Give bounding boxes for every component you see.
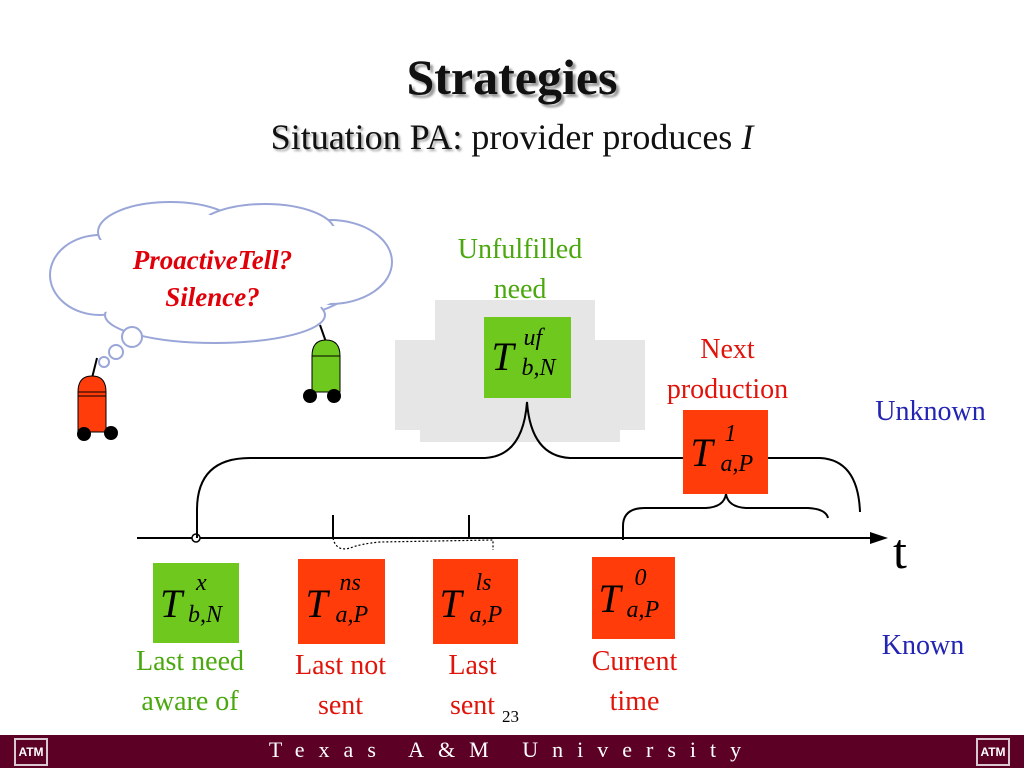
green-robot-icon	[303, 324, 341, 403]
next-line-1: Next	[700, 334, 755, 365]
cloud-line-1: ProactiveTell?	[132, 245, 293, 275]
atm-logo-right-icon: ATM	[976, 738, 1010, 766]
t-ls-term: T ls a,P	[439, 569, 503, 628]
last-sent-line-2: sent	[449, 690, 496, 721]
time-axis-label: t	[893, 523, 907, 579]
last-need-line-2: aware of	[141, 686, 239, 717]
cloud-line-2: Silence?	[165, 282, 260, 312]
unfulfilled-line-1: Unfulfilled	[457, 234, 583, 265]
page-number: 23	[502, 707, 519, 726]
subtitle-lead: Situation PA:	[270, 117, 463, 157]
known-label: Known	[881, 630, 965, 661]
unfulfilled-need-brace	[196, 401, 861, 538]
next-line-2: production	[666, 374, 789, 405]
current-time-label: Current time	[562, 642, 707, 722]
t-next-term: T 1 a,P	[690, 421, 754, 477]
slide-title: Strategies	[406, 49, 618, 105]
time-axis	[137, 515, 888, 550]
last-not-line-1: Last not	[295, 650, 386, 681]
t-x-term: T x b,N	[160, 570, 223, 628]
t-next-box: T 1 a,P	[683, 410, 768, 494]
t-ns-box: T ns a,P	[298, 559, 385, 644]
atm-logo-left-icon: ATM	[14, 738, 48, 766]
current-line-2: time	[609, 686, 660, 717]
subtitle-var: I	[741, 117, 754, 157]
last-need-line-1: Last need	[135, 646, 245, 677]
t-x-box: T x b,N	[153, 563, 239, 643]
red-robot-icon	[77, 357, 118, 441]
unknown-label: Unknown	[875, 396, 986, 427]
last-sent-label: Last sent	[420, 646, 525, 726]
subtitle-rest: provider produces	[471, 117, 733, 157]
t-uf-box: T uf b,N	[484, 317, 571, 398]
last-need-label: Last need aware of	[110, 642, 270, 722]
t-ls-box: T ls a,P	[433, 559, 518, 644]
unfulfilled-line-2: need	[493, 274, 547, 305]
next-production-brace	[622, 493, 829, 540]
slide-subtitle: Situation PA: provider produces I	[0, 116, 1024, 158]
footer-bar	[0, 735, 1024, 768]
current-line-1: Current	[591, 646, 678, 677]
last-not-line-2: sent	[317, 690, 364, 721]
last-not-sent-label: Last not sent	[268, 646, 413, 726]
footer-text: Texas A&M University	[268, 737, 756, 762]
unfulfilled-need-label: Unfulfilled need	[430, 230, 610, 310]
cloud-text: ProactiveTell? Silence?	[100, 242, 325, 316]
next-production-label: Next production	[640, 330, 815, 410]
t-0-term: T 0 a,P	[598, 565, 660, 623]
last-sent-line-1: Last	[448, 650, 497, 681]
t-uf-term: T uf b,N	[491, 324, 556, 381]
t-0-box: T 0 a,P	[592, 557, 675, 639]
t-ns-term: T ns a,P	[305, 569, 369, 628]
